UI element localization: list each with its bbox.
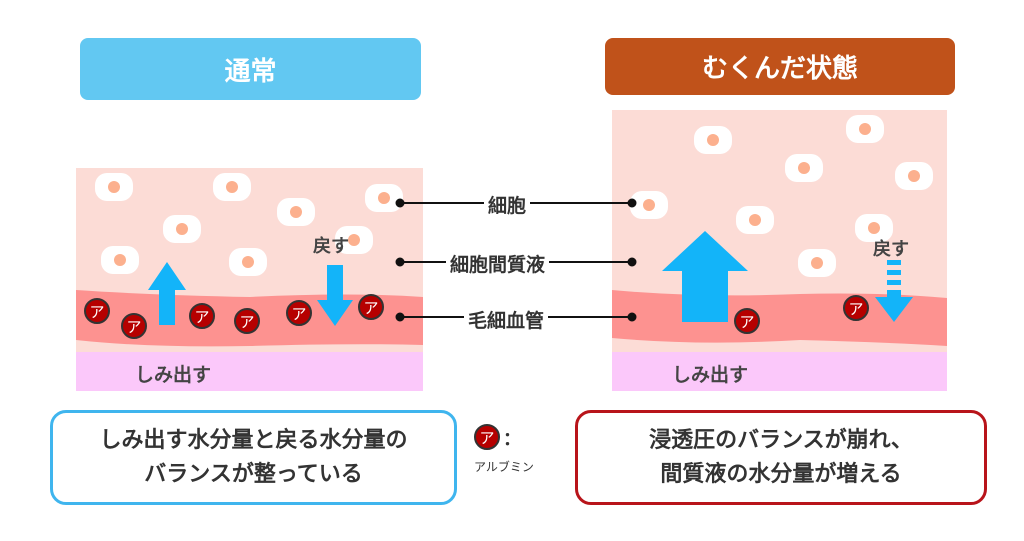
legend-albumin-icon [474,424,500,450]
right-return-label: 戻す [873,239,909,260]
normal-summary-box: しみ出す水分量と戻る水分量の バランスが整っている [50,410,457,505]
left-return-label: 戻す [313,236,349,257]
swollen-panel [612,110,947,391]
large-up-arrow [662,231,748,322]
label-interstitial-fluid: 細胞間質液 [446,250,550,277]
summary-line: しみ出す水分量と戻る水分量の [99,427,408,453]
dashed-down-arrow [875,260,913,322]
lower-band [612,352,947,391]
normal-header: 通常 [80,38,421,100]
swollen-header: むくんだ状態 [605,38,955,95]
up-arrow [148,262,186,325]
normal-panel [76,168,423,391]
legend-albumin-text: アルブミン [474,460,534,474]
down-arrow [317,265,353,326]
label-cell: 細胞 [484,191,531,218]
summary-line: 浸透圧のバランスが崩れ、 [649,427,913,453]
swollen-summary-box: 浸透圧のバランスが崩れ、 間質液の水分量が増える [575,410,987,505]
interstitial-tissue [612,110,947,391]
legend-colon: ： [503,429,521,450]
summary-line: 間質液の水分量が増える [660,461,902,487]
left-seep-label: しみ出す [135,364,212,386]
lower-band [76,352,423,391]
label-capillary: 毛細血管 [464,306,549,333]
right-seep-label: しみ出す [672,364,749,386]
summary-line: バランスが整っている [144,461,363,487]
